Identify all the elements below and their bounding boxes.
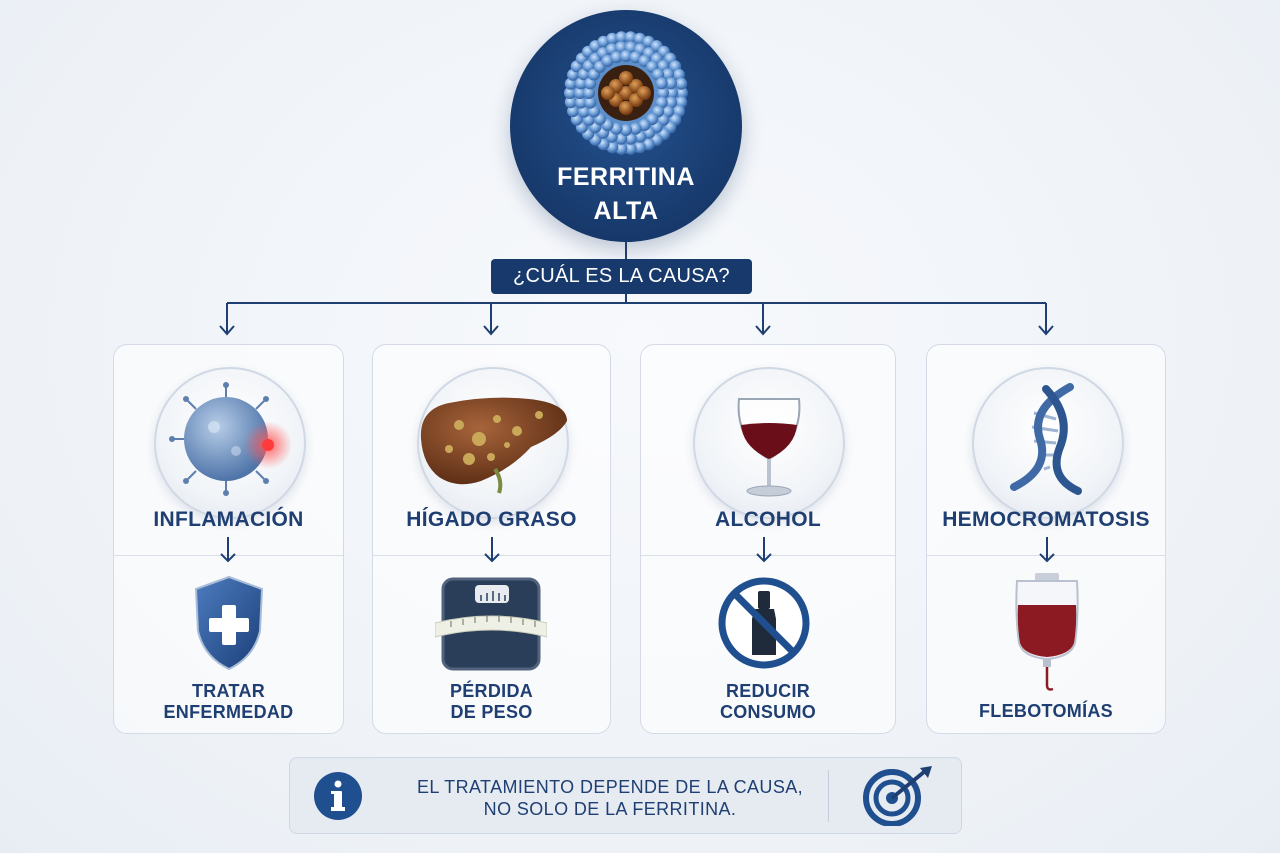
cause-card-alcohol: ALCOHOL REDUCIR CONSUMO <box>640 344 896 734</box>
treatment-label-inflamacion: TRATAR ENFERMEDAD <box>114 681 343 723</box>
treatment-line: FLEBOTOMÍAS <box>979 701 1113 721</box>
note-separator <box>828 770 829 822</box>
down-arrow-icon <box>484 537 500 563</box>
card-divider <box>641 555 895 556</box>
ferritin-hero-circle: FERRITINA ALTA <box>510 10 742 242</box>
blood-bag-icon <box>1015 573 1079 691</box>
treatment-label-alcohol: REDUCIR CONSUMO <box>641 681 895 723</box>
dna-icon <box>972 367 1124 519</box>
cause-label-higado-graso: HÍGADO GRASO <box>406 508 577 531</box>
treatment-line: CONSUMO <box>719 702 817 722</box>
info-icon <box>314 772 362 820</box>
treatment-line: ENFERMEDAD <box>163 702 294 722</box>
down-arrow-icon <box>1039 537 1055 563</box>
scale-tape-icon <box>435 577 547 671</box>
virus-cell-icon <box>154 367 306 519</box>
note-line1: EL TRATAMIENTO DEPENDE DE LA CAUSA, <box>416 777 804 797</box>
treatment-line: REDUCIR <box>725 681 811 701</box>
note-line2: NO SOLO DE LA FERRITINA. <box>483 799 737 819</box>
treatment-line: TRATAR <box>191 681 266 701</box>
cause-card-hemocromatosis: HEMOCROMATOSIS FLEBOTOMÍAS <box>926 344 1166 734</box>
treatment-label-hemocromatosis: FLEBOTOMÍAS <box>927 701 1165 722</box>
treatment-line: DE PESO <box>450 702 533 722</box>
treatment-line: PÉRDIDA <box>449 681 534 701</box>
cause-label-inflamacion: INFLAMACIÓN <box>153 508 304 531</box>
treatment-label-higado-graso: PÉRDIDA DE PESO <box>373 681 610 723</box>
ferritin-molecule-icon <box>564 31 688 155</box>
note-text: EL TRATAMIENTO DEPENDE DE LA CAUSA, NO S… <box>400 776 820 820</box>
fatty-liver-icon <box>417 367 569 519</box>
info-note: EL TRATAMIENTO DEPENDE DE LA CAUSA, NO S… <box>289 757 962 834</box>
cause-label-hemocromatosis: HEMOCROMATOSIS <box>942 508 1150 531</box>
cause-label-alcohol: ALCOHOL <box>715 508 821 531</box>
no-alcohol-icon <box>718 577 810 669</box>
wine-glass-icon <box>693 367 845 519</box>
down-arrow-icon <box>220 537 236 563</box>
cause-card-inflamacion: INFLAMACIÓN TRATAR ENFERMEDAD <box>113 344 344 734</box>
hero-title-line1: FERRITINA <box>557 163 695 191</box>
question-pill: ¿CUÁL ES LA CAUSA? <box>491 259 752 294</box>
cause-card-higado-graso: HÍGADO GRASO PÉRDIDA DE PESO <box>372 344 611 734</box>
hero-title: FERRITINA ALTA <box>510 160 742 228</box>
target-icon <box>863 766 932 826</box>
hero-title-line2: ALTA <box>593 197 659 225</box>
medical-shield-icon <box>194 575 264 671</box>
down-arrow-icon <box>756 537 772 563</box>
